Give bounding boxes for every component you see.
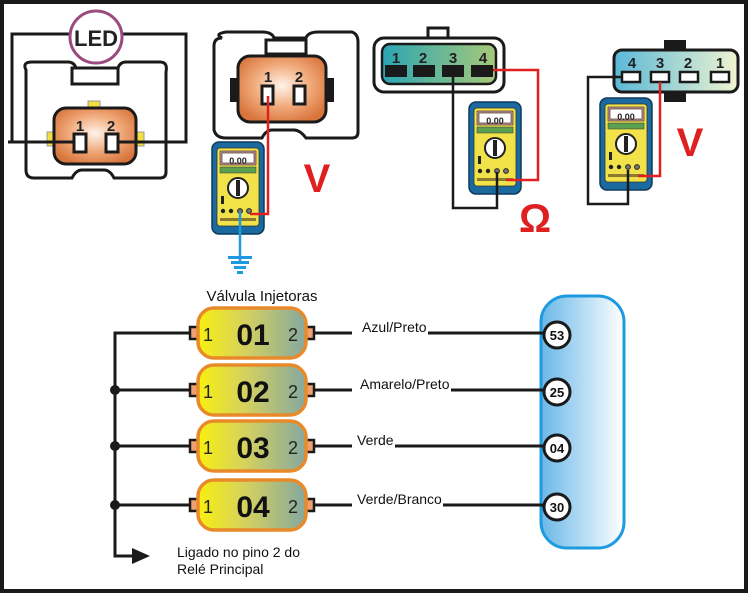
injector-body <box>196 306 308 360</box>
injector-pin-left: 1 <box>203 438 213 458</box>
r4-pin-label-4: 4 <box>479 50 488 67</box>
v2-unit-volt: V <box>304 157 331 201</box>
ground-icon <box>228 256 252 274</box>
r4-pin-4 <box>471 65 493 77</box>
r4-connector-body <box>380 42 498 86</box>
v4-pin-label-1: 1 <box>716 55 724 72</box>
ecu-pin <box>542 492 572 522</box>
junction-dot <box>110 385 120 395</box>
r4-pin-3 <box>442 65 464 77</box>
r4-unit-ohm: Ω <box>519 197 551 241</box>
injector-pin-left: 1 <box>203 382 213 402</box>
v2-connector-latch <box>264 38 308 56</box>
r4-pin-label-2: 2 <box>419 50 427 67</box>
injector-pin-right: 2 <box>288 497 298 517</box>
ecu-module <box>539 294 626 550</box>
v2-connector-body <box>236 54 328 124</box>
r4-probe-black <box>451 72 499 210</box>
ecu-pin-number: 04 <box>550 441 565 456</box>
v4-pin-label-2: 2 <box>684 55 692 72</box>
wire-color-label: Verde/Branco <box>357 491 442 507</box>
injector-pin-left: 1 <box>203 497 213 517</box>
wire-color-label: Verde <box>357 432 394 448</box>
r4-pin-label-3: 3 <box>449 50 457 67</box>
injector-row: 1 03 2 Verde 04 <box>110 419 572 473</box>
injector-number: 04 <box>236 491 270 524</box>
v4-pin-3 <box>649 70 671 84</box>
led-pin-label-1: 1 <box>76 118 84 135</box>
injector-body <box>196 419 308 473</box>
led-connector-latch <box>70 66 120 86</box>
injector-number: 02 <box>236 376 269 409</box>
wire-color-label: Azul/Preto <box>362 319 427 335</box>
injector-number: 01 <box>236 319 269 352</box>
injector-wiring-panel: Válvula Injetoras Ligado no pino 2 do Re… <box>110 288 626 577</box>
ecu-pin <box>542 377 572 407</box>
led-pin-1 <box>72 132 88 154</box>
v2-connector-ear <box>326 78 334 102</box>
v4-unit-volt: V <box>677 121 704 165</box>
resistance-test-4pin-panel: 1 2 3 4 0.00 Ω <box>372 26 551 241</box>
injector-row: 1 01 2 Azul/Preto 53 <box>188 306 572 360</box>
injector-pin-right: 2 <box>288 325 298 345</box>
r4-probe-red <box>493 68 540 182</box>
v4-connector-body <box>612 48 740 94</box>
injector-body <box>196 363 308 417</box>
led-wire-left <box>8 32 70 144</box>
led-symbol <box>68 9 124 65</box>
ecu-pin <box>542 433 572 463</box>
led-test-panel: LED 1 2 <box>8 9 188 180</box>
feed-note-line2: Relé Principal <box>177 561 263 577</box>
injector-row: 1 04 2 Verde/Branco 30 <box>110 478 572 532</box>
arrow-right-icon <box>132 548 150 564</box>
v2-pin-label-1: 1 <box>264 69 272 86</box>
v2-pin-label-2: 2 <box>295 69 303 86</box>
injectors-title: Válvula Injetoras <box>207 288 318 305</box>
injector-row: 1 02 2 Amarelo/Preto 25 <box>110 363 572 417</box>
junction-dot <box>110 441 120 451</box>
v4-meter-display: 0.00 <box>617 112 635 122</box>
v4-pin-2 <box>678 70 700 84</box>
voltage-test-4pin-panel: 4 3 2 1 0.00 V <box>586 40 740 206</box>
r4-pin-1 <box>385 65 407 77</box>
v4-probe-red <box>638 82 662 178</box>
injector-pin-right: 2 <box>288 382 298 402</box>
feed-note-line1: Ligado no pino 2 do <box>177 544 300 560</box>
voltage-test-2pin-panel: 1 2 0.00 V <box>211 30 360 274</box>
v2-connector-ear <box>230 78 238 102</box>
ecu-pin-number: 25 <box>550 385 564 400</box>
led-connector-body <box>52 106 138 166</box>
v2-probe-red <box>250 96 270 216</box>
led-pin-2 <box>104 132 120 154</box>
ecu-pin-number: 30 <box>550 500 564 515</box>
led-label: LED <box>74 26 118 51</box>
led-pin-label-2: 2 <box>107 118 115 135</box>
junction-dot <box>110 500 120 510</box>
v4-pin-label-3: 3 <box>656 55 664 72</box>
v4-pin-label-4: 4 <box>628 55 637 72</box>
injector-number: 03 <box>236 432 269 465</box>
v4-pin-4 <box>620 70 642 84</box>
r4-meter-display: 0.00 <box>486 116 504 126</box>
injector-pin-right: 2 <box>288 438 298 458</box>
wire-color-label: Amarelo/Preto <box>360 376 450 392</box>
v4-probe-black <box>586 75 630 206</box>
r4-pin-2 <box>413 65 435 77</box>
v4-pin-1 <box>709 70 731 84</box>
ecu-pin-number: 53 <box>550 328 564 343</box>
ecu-pin <box>542 320 572 350</box>
injector-body <box>196 478 308 532</box>
v2-meter-display: 0.00 <box>229 156 247 166</box>
v2-pin-2 <box>292 84 307 106</box>
injector-pin-left: 1 <box>203 325 213 345</box>
r4-pin-label-1: 1 <box>392 50 400 67</box>
